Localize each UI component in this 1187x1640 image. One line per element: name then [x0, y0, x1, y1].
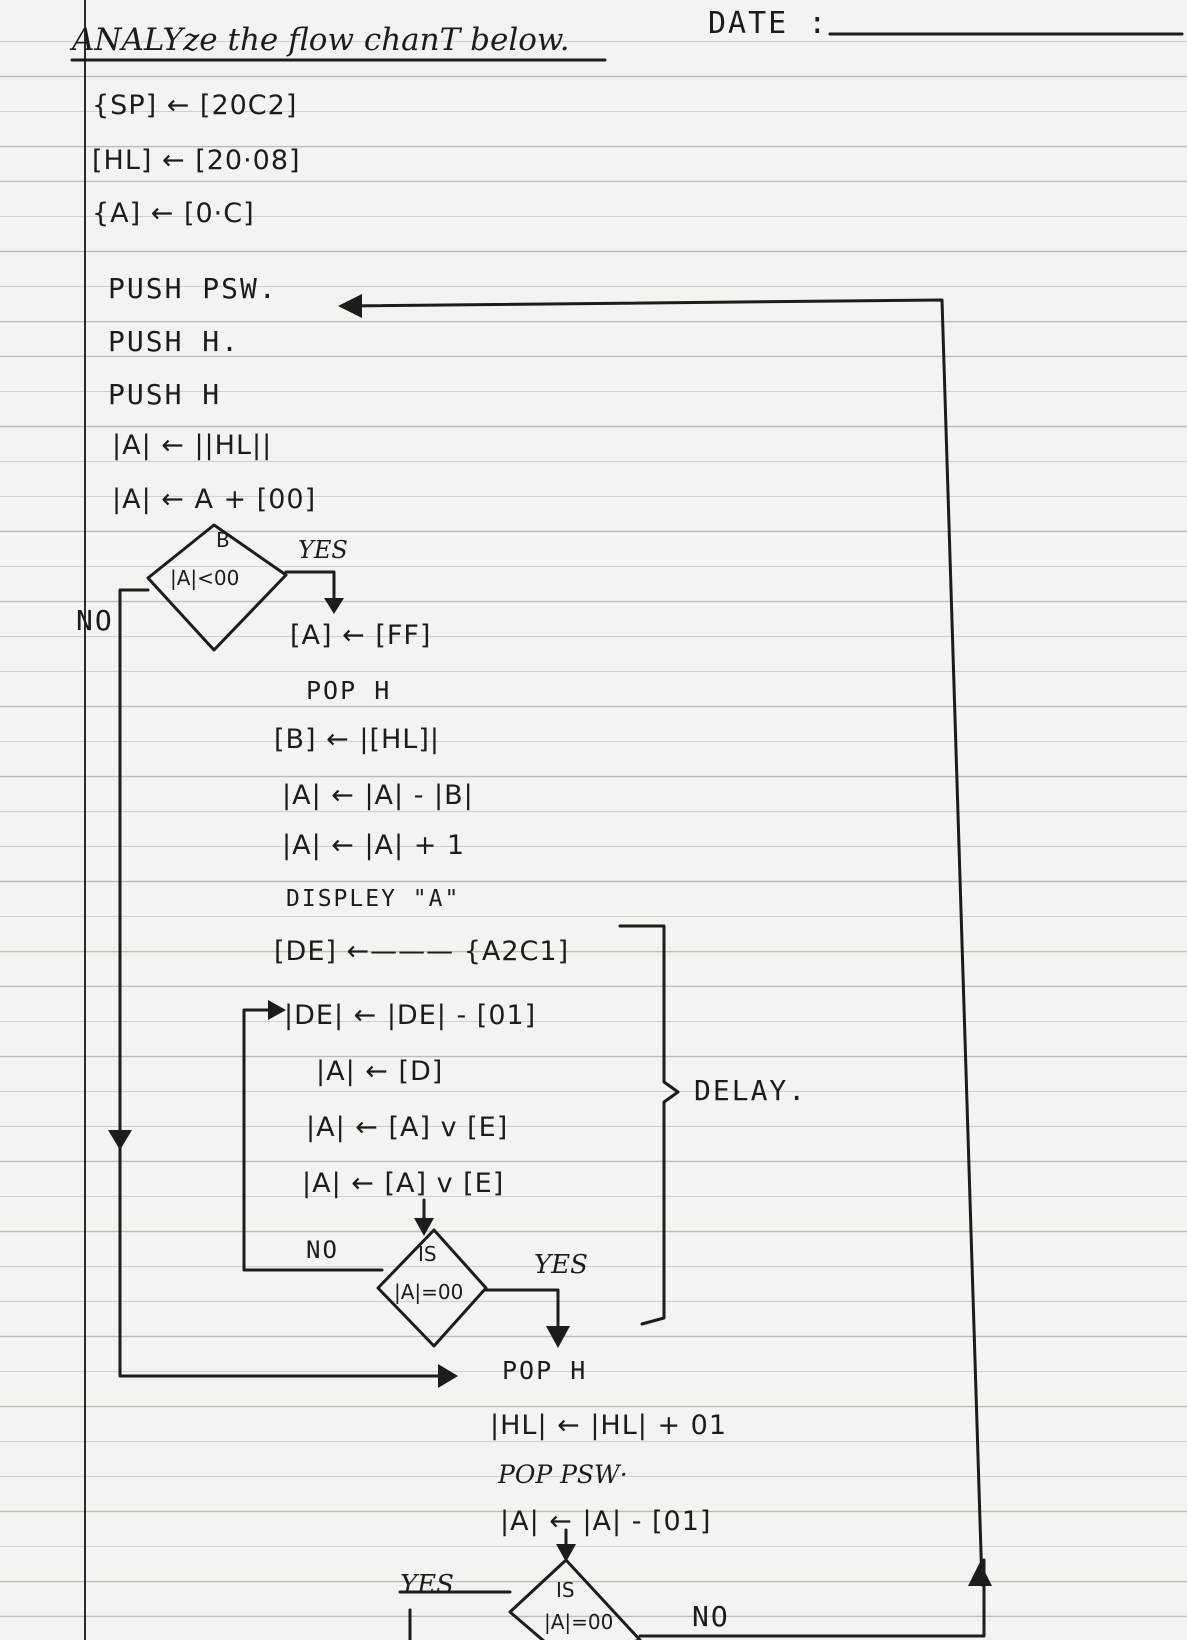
- delay-init-de: [DE] ←——— {A2C1]: [274, 936, 570, 967]
- loop-back-connector: [342, 298, 984, 1587]
- inc-a: |A| ← |A| + 1: [282, 830, 466, 861]
- arrowhead-no-down: [108, 1130, 132, 1150]
- dec-a: |A| ← |A| - [01]: [500, 1506, 712, 1537]
- push-psw: PUSH PSW.: [108, 272, 278, 305]
- delay-decision-condition: |A|=00: [394, 1280, 464, 1304]
- decision1-condition: |A|<00: [170, 566, 240, 590]
- push-h-first: PUSH H.: [108, 325, 241, 358]
- decision3-no-label: NO: [692, 1600, 730, 1633]
- decision1-yes-label: YES: [298, 536, 348, 564]
- sub-a-b: |A| ← |A| - |B|: [282, 780, 474, 811]
- set-a-ff: [A] ← [FF]: [290, 620, 432, 651]
- init-sp: {SP] ← [20C2]: [92, 90, 298, 121]
- add-a-00: |A| ← A + [00]: [112, 484, 317, 515]
- delay-no-label: NO: [306, 1236, 339, 1264]
- delay-yes-label: YES: [534, 1250, 588, 1280]
- load-b-from-hl: [B] ← |[HL]|: [274, 724, 440, 755]
- decision1-no-connector: [118, 588, 448, 1378]
- decision3-tag: IS: [556, 1578, 575, 1602]
- decision1-diamond: [146, 523, 288, 652]
- delay-brace: [618, 924, 680, 1326]
- arrowhead-decision3: [556, 1544, 576, 1562]
- delay-or-first: |A| ← [A] v [E]: [306, 1112, 509, 1143]
- decision1-yes-connector: [284, 570, 336, 608]
- delay-brace-label: DELAY.: [694, 1074, 808, 1107]
- arrowhead-delay-loop: [268, 1000, 286, 1020]
- decision3-condition: |A|=00: [544, 1610, 614, 1634]
- pop-psw-tail: POP PSW·: [498, 1460, 628, 1489]
- decision3-yes-label: YES: [400, 1570, 454, 1600]
- init-a: {A] ← [0·C]: [92, 198, 255, 229]
- delay-decision-diamond: [376, 1228, 488, 1348]
- push-h-second: PUSH H: [108, 378, 222, 411]
- pop-h-tail: POP H: [502, 1356, 588, 1385]
- load-a-from-hl: |A| ← ||HL||: [112, 430, 273, 461]
- delay-dec-de: |DE| ← |DE| - [01]: [284, 1000, 537, 1031]
- arrowhead-yes1: [324, 598, 344, 614]
- delay-loop-connector: [242, 1008, 384, 1272]
- arrowhead-pop-h: [438, 1364, 458, 1388]
- margin-line: [84, 0, 86, 1640]
- pop-h-branch: POP H: [306, 676, 392, 705]
- delay-yes-connector: [484, 1288, 560, 1340]
- delay-decision-tag: IS: [418, 1242, 437, 1266]
- arrowhead-push-psw: [338, 294, 362, 318]
- arrowhead-delay-decision: [414, 1218, 434, 1236]
- arrowhead-loop-up: [968, 1562, 992, 1586]
- page-title: ANALYze the flow chanT below.: [72, 22, 570, 58]
- delay-or-second: |A| ← [A] v [E]: [302, 1168, 505, 1199]
- inc-hl: |HL| ← |HL| + 01: [490, 1410, 728, 1441]
- decision3-no-connector: [638, 1558, 986, 1638]
- date-label: DATE :: [708, 6, 829, 41]
- display-a: DISPLEY "A": [286, 886, 461, 912]
- delay-mov-a-d: |A| ← [D]: [316, 1056, 444, 1087]
- decision3-diamond: [508, 1558, 642, 1640]
- arrowhead-delay-yes: [546, 1326, 570, 1348]
- decision1-no-label: NO: [76, 604, 114, 637]
- init-hl: [HL] ← [20·08]: [92, 145, 301, 176]
